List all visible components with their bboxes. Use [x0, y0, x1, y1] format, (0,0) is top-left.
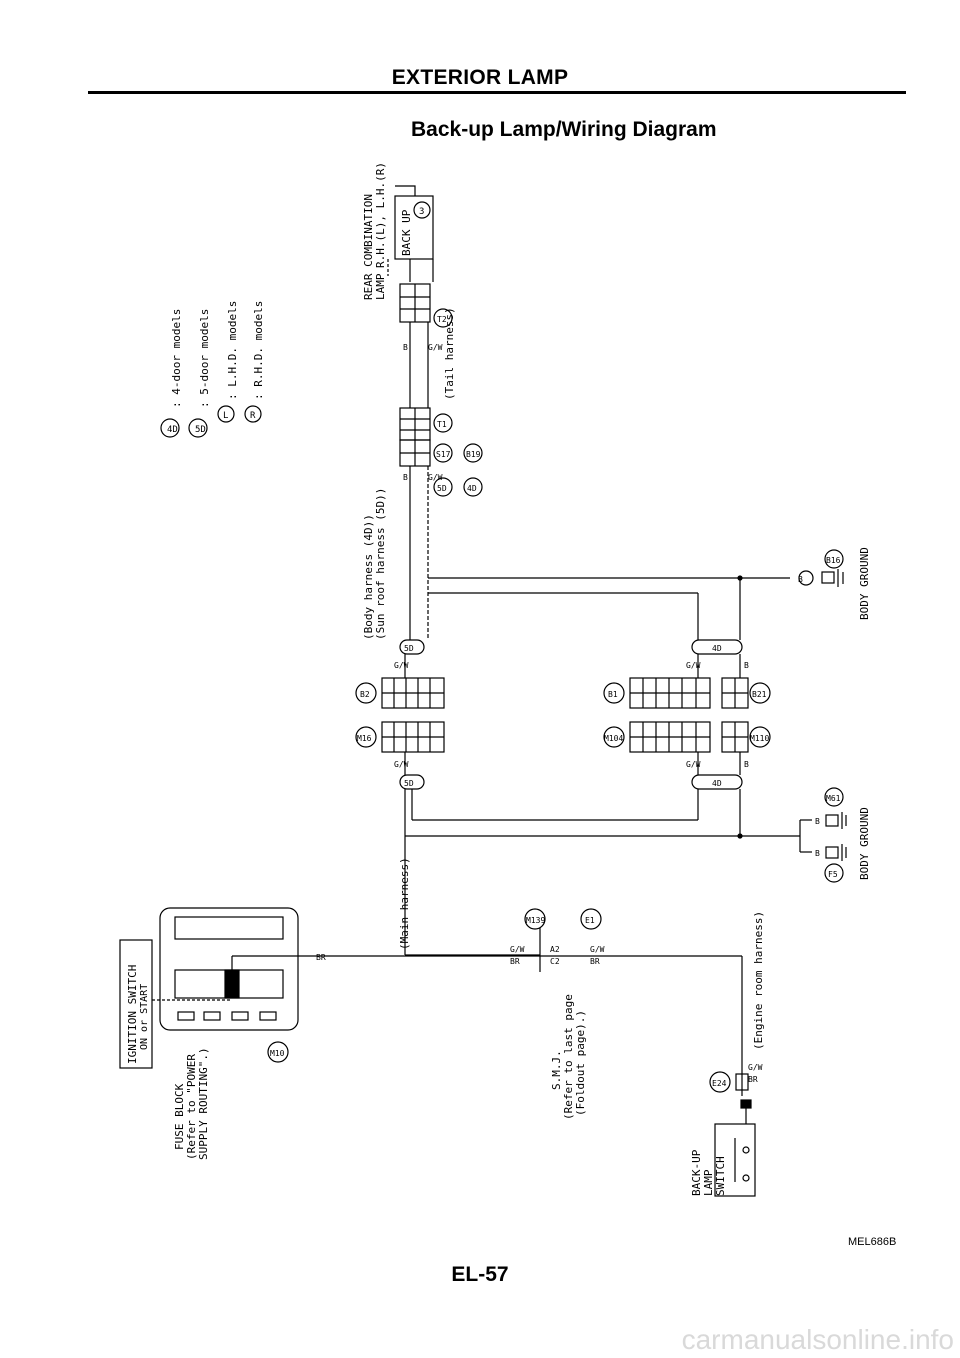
legend-r-label: : R.H.D. models — [252, 301, 265, 400]
rear-lamp-inner: BACK UP — [400, 209, 413, 256]
backup-switch-box — [714, 1123, 756, 1197]
harness-engine: (Engine room harness) — [752, 911, 765, 1050]
conn-b2: B2 — [360, 690, 370, 699]
wire-gw-5: G/W — [394, 760, 409, 769]
body-ground-1: BODY GROUND — [858, 547, 871, 620]
lamp-pin-3 — [413, 201, 431, 219]
wire-b-2: B — [403, 473, 408, 482]
wire-gw-6: G/W — [686, 760, 701, 769]
body-ground-2: BODY GROUND — [858, 807, 871, 880]
wire-gw-7: G/W — [510, 945, 525, 954]
wire-gw-3: G/W — [394, 661, 409, 670]
badge-4d-bottom: 4D — [712, 779, 722, 788]
conn-m16: M16 — [357, 734, 372, 743]
fuse-block-shape — [159, 907, 299, 1031]
ignition-switch-box — [119, 939, 153, 1069]
diagram-title: Back-up Lamp/Wiring Diagram — [411, 118, 717, 141]
harness-main: (Main harness) — [398, 857, 411, 950]
legend-l-badge — [217, 405, 235, 423]
backup-switch-label-2: LAMP — [702, 1169, 715, 1196]
page-number: EL-57 — [451, 1263, 509, 1286]
conn-5d: 5D — [437, 484, 447, 493]
smj-label-2: (Refer to last page — [562, 994, 575, 1120]
pin-c2: C2 — [550, 957, 560, 966]
wire-br-1: BR — [316, 953, 326, 962]
wire-b-6: B — [815, 817, 820, 826]
conn-e1: E1 — [585, 916, 595, 925]
rear-lamp-label-3: R.H.(L), L.H.(R) — [374, 162, 387, 268]
conn-b1: B1 — [608, 690, 618, 699]
legend-l-code: L — [223, 411, 228, 421]
ignition-label-1: IGNITION SWITCH — [126, 965, 139, 1064]
smj-label-3: (Foldout page).) — [574, 1010, 587, 1116]
wire-br-4: BR — [748, 1075, 758, 1084]
watermark: carmanualsonline.info — [681, 1324, 954, 1355]
wire-br-2: BR — [510, 957, 520, 966]
ignition-label-2: ON or START — [139, 984, 150, 1050]
badge-4d-top: 4D — [712, 644, 722, 653]
harness-body: (Body harness (4D)) — [362, 514, 375, 640]
wire-gw-9: G/W — [748, 1063, 763, 1072]
legend-4d-code: 4D — [167, 425, 178, 435]
pin-a2: A2 — [550, 945, 560, 954]
smj-label-1: S.M.J. — [550, 1050, 563, 1090]
rear-lamp-label-2: LAMP — [374, 273, 387, 300]
conn-m139: M139 — [526, 916, 545, 925]
conn-b16: B16 — [826, 556, 841, 565]
backup-lamp-box — [394, 195, 434, 260]
conn-t1: T1 — [437, 420, 447, 429]
legend-5d-label: : 5-door models — [198, 309, 211, 408]
conn-m10: M10 — [270, 1049, 285, 1058]
backup-switch-label-1: BACK-UP — [690, 1149, 703, 1196]
conn-b21: B21 — [752, 690, 767, 699]
wire-b-4: B — [744, 760, 749, 769]
legend-r-code: R — [250, 411, 256, 421]
wire-b-5: B — [798, 575, 803, 584]
conn-4d: 4D — [467, 484, 477, 493]
wire-gw-4: G/W — [686, 661, 701, 670]
conn-b19: B19 — [466, 450, 481, 459]
wire-gw-2: G/W — [428, 473, 443, 482]
fuse-label-1: FUSE BLOCK — [173, 1083, 186, 1150]
backup-switch-label-3: SWITCH — [714, 1156, 727, 1196]
conn-e24: E24 — [712, 1079, 727, 1088]
header-rule — [88, 91, 906, 94]
wire-br-3: BR — [590, 957, 600, 966]
badge-5d-top: 5D — [404, 644, 414, 653]
legend-4d-label: : 4-door models — [170, 309, 183, 408]
badge-5d-bottom: 5D — [404, 779, 414, 788]
harness-sunroof: (Sun roof harness (5D)) — [374, 488, 387, 640]
conn-t2: T2 — [437, 315, 447, 324]
conn-m104: M104 — [604, 734, 623, 743]
fuse-10a: 10A — [229, 981, 238, 996]
page-header-title: EXTERIOR LAMP — [391, 66, 569, 89]
conn-m61: M61 — [826, 794, 841, 803]
wire-b-3: B — [744, 661, 749, 670]
rear-lamp-pin: 3 — [419, 207, 424, 217]
fuse-label-3: SUPPLY ROUTING".) — [197, 1047, 210, 1160]
legend-4d-badge — [160, 418, 180, 438]
legend-5d-badge — [188, 418, 208, 438]
conn-m110: M110 — [750, 734, 769, 743]
wire-b-7: B — [815, 849, 820, 858]
conn-s17: S17 — [436, 450, 451, 459]
conn-f5: F5 — [828, 870, 838, 879]
figure-code: MEL686B — [848, 1236, 897, 1248]
rear-lamp-label-1: REAR COMBINATION — [362, 194, 375, 300]
wire-gw-1: G/W — [428, 343, 443, 352]
legend-l-label: : L.H.D. models — [226, 301, 239, 400]
wire-gw-8: G/W — [590, 945, 605, 954]
harness-tail: (Tail harness) — [443, 307, 456, 400]
fuse-label-2: (Refer to "POWER — [185, 1054, 198, 1160]
legend-r-badge — [244, 405, 262, 423]
legend-5d-code: 5D — [195, 425, 206, 435]
wire-b-1: B — [403, 343, 408, 352]
